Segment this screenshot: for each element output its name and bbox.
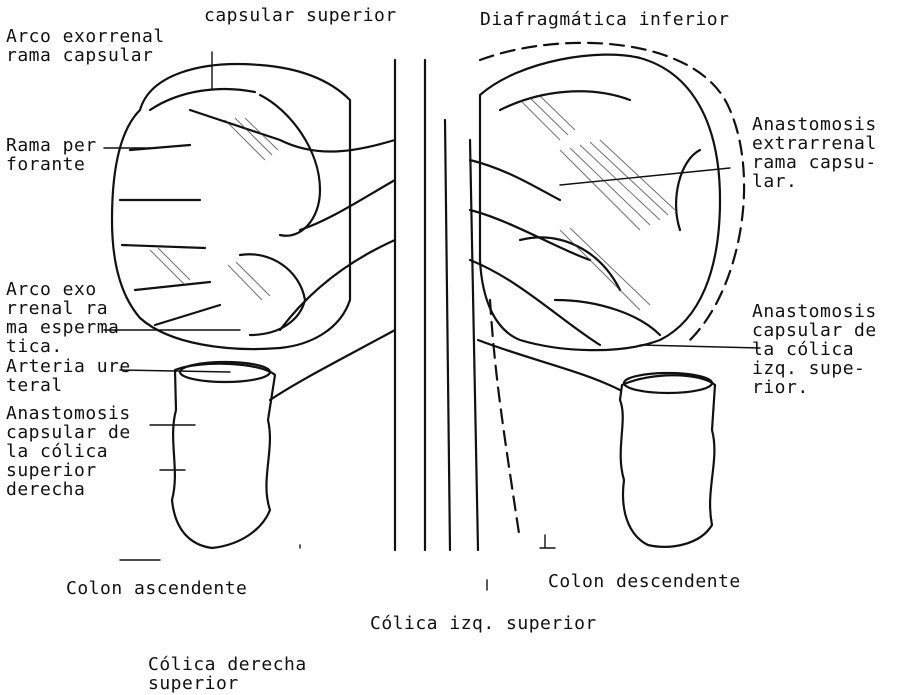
- right-renal-branches: [470, 160, 600, 345]
- left-kidney-lobes: [120, 89, 320, 335]
- label-diafragmatica-inferior: Diafragmática inferior: [480, 10, 729, 29]
- hatch-left: [150, 118, 278, 300]
- dashed-ureter: [490, 300, 520, 540]
- colon-ascendente: [172, 364, 275, 548]
- colon-descendente: [620, 375, 715, 547]
- label-anastomosis-capsular-derecha: Anastomosis capsular de la cólica superi…: [6, 404, 131, 499]
- label-colica-izq-superior: Cólica izq. superior: [370, 614, 597, 633]
- label-anastomosis-capsular-izquierda: Anastomosis capsular de la cólica izq. s…: [752, 302, 877, 397]
- label-colon-descendente: Colon descendente: [548, 572, 741, 591]
- label-arteria-ureteral: Arteria ure teral: [6, 357, 131, 395]
- label-anastomosis-extrarrenal: Anastomosis extrarrenal rama capsu- lar.: [752, 115, 877, 191]
- vena-cava: [445, 120, 478, 550]
- colica-derecha-vessel: [270, 330, 395, 400]
- leader-lines: [104, 52, 760, 548]
- right-kidney-lobes: [500, 91, 700, 335]
- aorta: [395, 60, 425, 550]
- left-renal-branches: [190, 110, 395, 330]
- label-colica-derecha-superior: Cólica derecha superior: [148, 655, 307, 693]
- dashed-boundary: [480, 43, 744, 340]
- label-capsular-superior: capsular superior: [204, 6, 397, 25]
- label-rama-perforante: Rama per forante: [6, 136, 97, 174]
- label-arco-exorrenal-espermatica: Arco exo rrenal ra ma esperma tica.: [6, 280, 119, 356]
- label-colon-ascendente: Colon ascendente: [66, 579, 247, 598]
- left-kidney-outline: [112, 64, 350, 349]
- hatch-right: [520, 96, 675, 310]
- label-arco-exorrenal-capsular: Arco exorrenal rama capsular: [6, 27, 165, 65]
